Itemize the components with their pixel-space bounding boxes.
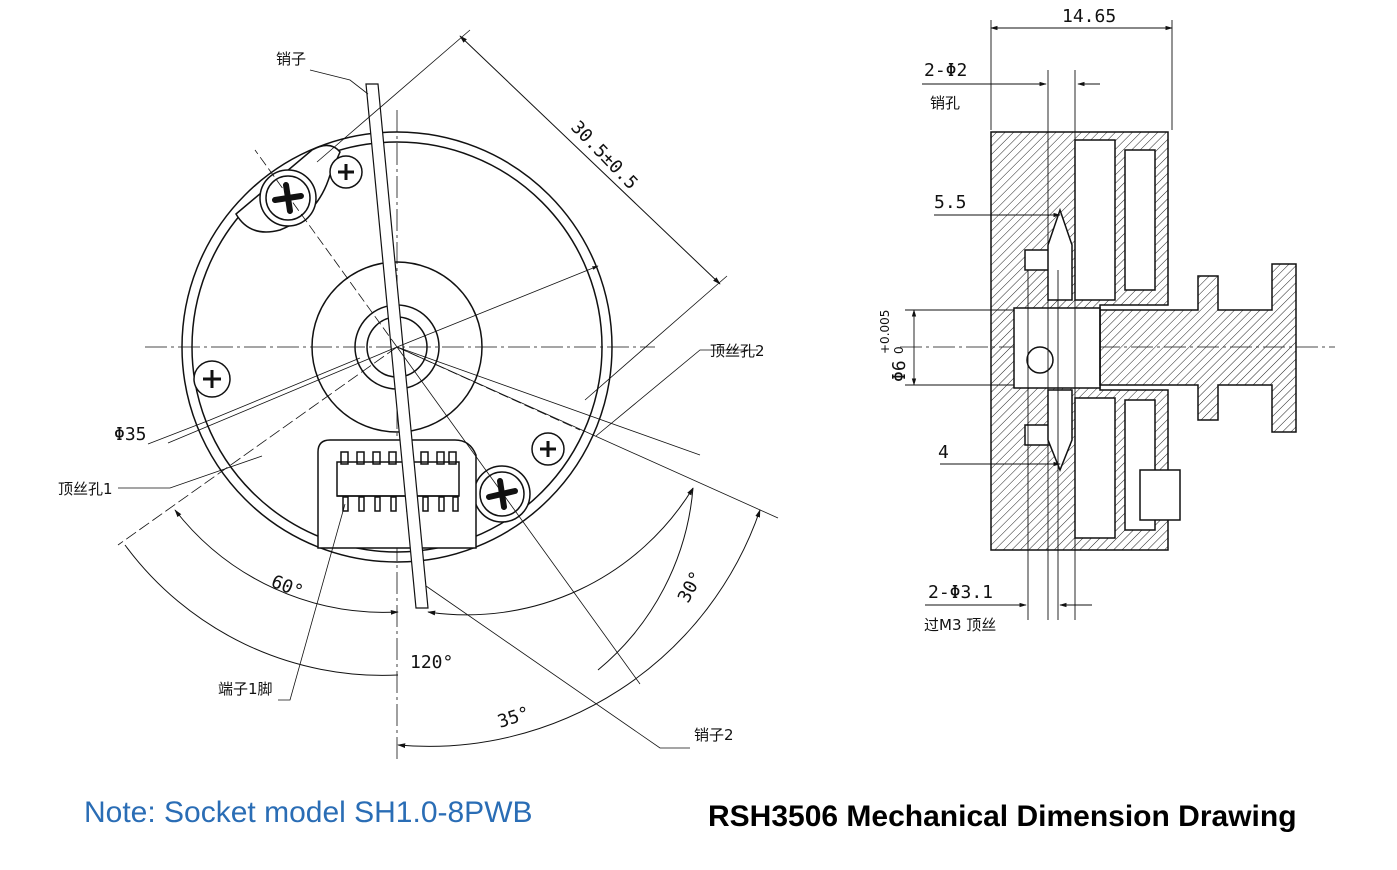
dim-angle-30: 30° xyxy=(674,568,708,607)
cavity-top xyxy=(1074,139,1116,301)
dim-width-14-65: 14.65 xyxy=(1062,6,1116,27)
dim-angle-60: 60° xyxy=(268,571,306,603)
screw-head-bottom-right xyxy=(473,465,531,523)
label-pin-hole: 销孔 xyxy=(930,94,960,112)
side-dimensions xyxy=(905,20,1173,620)
dim-depth-4: 4 xyxy=(938,442,949,463)
screw-head-top-left xyxy=(259,169,317,227)
label-terminal-pin1: 端子1脚 xyxy=(218,680,273,698)
leader-pin2 xyxy=(425,585,690,749)
dim-bore-tol-lower: 0 xyxy=(892,346,906,354)
connector-socket xyxy=(317,439,477,549)
screw-small-right xyxy=(531,432,565,466)
dim-diameter-35: Φ35 xyxy=(114,424,147,445)
arc-35 xyxy=(397,509,761,749)
dim-line-30-5 xyxy=(459,35,721,285)
label-through-m3: 过M3 顶丝 xyxy=(924,616,996,634)
dim-angle-35: 35° xyxy=(495,703,532,733)
arc-outer xyxy=(124,544,399,676)
dim-pin-hole-2x-phi2: 2-Φ2 xyxy=(924,60,967,81)
pcb-top xyxy=(1124,149,1156,291)
leader-setscrew-2 xyxy=(595,349,758,437)
leader-terminal-pin1 xyxy=(278,503,346,701)
dim-bore-value: Φ6 xyxy=(889,360,910,382)
screw-small-left xyxy=(193,360,231,398)
front-view xyxy=(117,29,779,760)
cavity-bottom xyxy=(1074,397,1116,539)
leader-setscrew-1 xyxy=(118,455,263,489)
label-setscrew-hole-2: 顶丝孔2 xyxy=(710,342,765,360)
leader-pin xyxy=(309,69,369,95)
drawing-title: RSH3506 Mechanical Dimension Drawing xyxy=(708,800,1297,833)
label-pin: 销子 xyxy=(276,50,306,68)
dim-screw-hole-2x-phi3-1: 2-Φ3.1 xyxy=(928,582,993,603)
side-connector xyxy=(1139,469,1181,521)
hub-circle xyxy=(311,261,483,433)
bore-cutout xyxy=(1013,307,1101,389)
dim-depth-5-5: 5.5 xyxy=(934,192,967,213)
dim-bore-phi6: Φ6 +0.005 0 xyxy=(878,310,910,382)
socket-note: Note: Socket model SH1.0-8PWB xyxy=(84,796,533,829)
side-view xyxy=(900,131,1335,551)
dim-30-5: 30.5±0.5 xyxy=(566,117,641,194)
screw-small-top xyxy=(329,155,363,189)
arc-60 xyxy=(174,509,399,615)
label-setscrew-hole-1: 顶丝孔1 xyxy=(58,480,113,498)
shaft-flange xyxy=(1099,263,1297,433)
dim-bore-tol-upper: +0.005 xyxy=(878,310,892,354)
leader-diameter xyxy=(147,357,361,445)
label-pin2: 销子2 xyxy=(694,726,734,744)
dim-angle-120: 120° xyxy=(410,652,453,673)
setscrew-hole-side xyxy=(1026,346,1054,374)
arc-30 xyxy=(597,487,694,671)
